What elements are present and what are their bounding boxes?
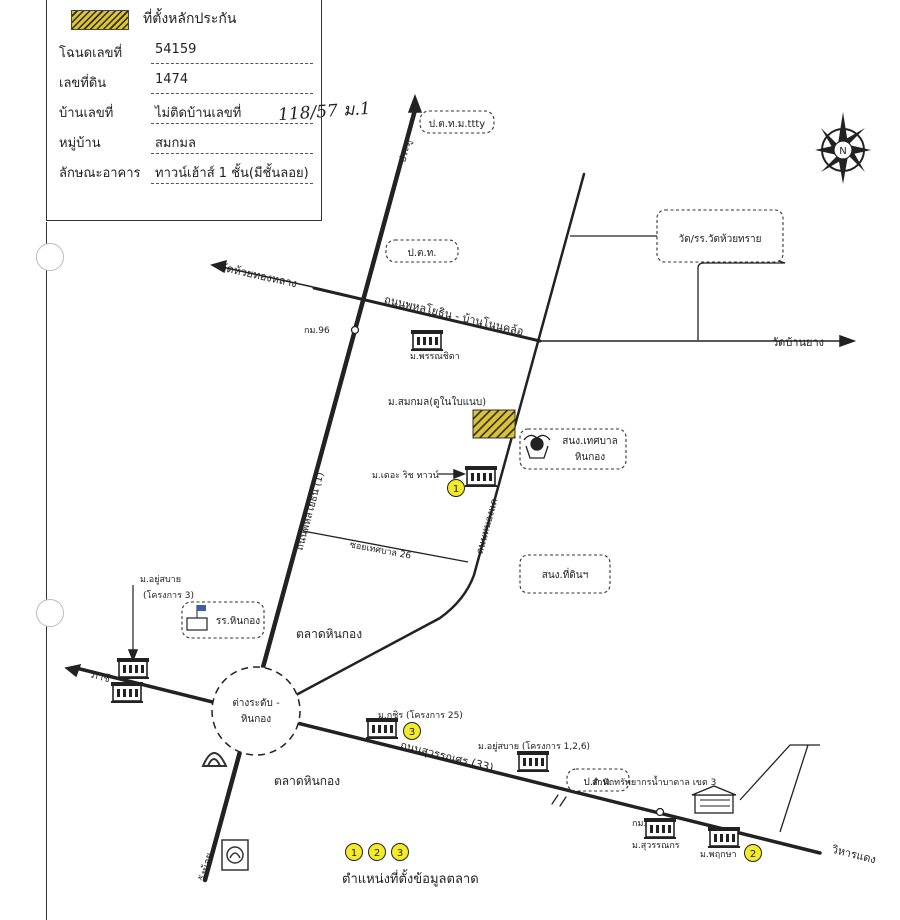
interchange-label-1: ต่างระดับ -: [232, 698, 280, 709]
moo-somkamon-label: ม.สมกมล(ดูในใบแนบ): [388, 396, 486, 408]
deed-number-label: โฉนดเลขที่: [59, 46, 123, 61]
municipality-emblem-icon: [523, 434, 551, 459]
yusabai-3-building-icon: [116, 657, 150, 680]
building-type-row: ลักษณะอาคาร ทาวน์เฮ้าส์ 1 ชั้น(มีชั้นลอย…: [47, 156, 321, 186]
school-label: รร.หินกอง: [216, 616, 260, 627]
moo-yusabai-3-label-1: ม.อยู่สบาย: [140, 575, 181, 585]
wat-school-label: วัด/รร.วัดห้วยทราย: [678, 233, 761, 245]
kachiro-building-icon: [365, 717, 399, 740]
yusabai-126-building-icon: [516, 750, 550, 773]
moo-suwannakorn-label: ม.สุวรรณกร: [632, 841, 680, 851]
phachi-building-icon: [110, 681, 144, 704]
house-number-value: ไม่ติดบ้านเลขที่: [155, 106, 242, 121]
water-office-building-icon: [691, 785, 737, 814]
ptt-bottom-label: ป.ต.ท.: [584, 777, 613, 788]
land-number-row: เลขที่ดิน 1474: [47, 66, 321, 96]
legend-marker-2-label: 2: [374, 848, 380, 859]
km93-marker-icon: [655, 807, 665, 817]
market-markers: 1 2 3 1 2 3: [345, 479, 762, 862]
binder-hole-icon: [36, 243, 64, 271]
moo-phanchida-label: ม.พรรณชิดา: [410, 351, 460, 362]
phahon-ban-nong-khlo-road: [312, 286, 542, 343]
market-label-1: ตลาดหินกอง: [296, 627, 362, 641]
marker-1-label: 1: [453, 484, 459, 495]
phahon-yothin-road-label: ถนนพหลโยธิน (1): [293, 470, 327, 551]
building-type-label: ลักษณะอาคาร: [59, 166, 141, 181]
to-wat-huai-thong-lang-label: วัดห้วยทองหลาง: [219, 261, 298, 291]
moo-the-rich-town-label: ม.เดอะ ริช ทาวน์: [372, 469, 439, 481]
road-water-office-1: [739, 744, 820, 801]
deed-number-value: 54159: [155, 42, 197, 57]
school-building-icon: [186, 605, 208, 631]
road-water-office-2: [779, 744, 809, 833]
house-number-row: บ้านเลขที่ ไม่ติดบ้านเลขที่: [47, 96, 321, 126]
compass-icon: N: [815, 112, 871, 184]
legend-marker-1-label: 1: [351, 848, 357, 859]
phahon-ban-nong-khlo-label: ถนนพหลโยธิน - บ้านโนนคล้อ: [383, 292, 525, 338]
collateral-swatch: [71, 10, 129, 30]
suwannason-road: [74, 666, 822, 855]
soi-thetsaban-26-road: [302, 530, 469, 563]
land-number-value: 1474: [155, 72, 189, 87]
nong-khae-road: [294, 172, 586, 697]
km96-label: กม.96: [304, 326, 330, 336]
ptt-top-label: ป.ต.ท.ม.ttty: [429, 119, 486, 130]
village-label: หมู่บ้าน: [59, 136, 101, 151]
collateral-legend-title: ที่ตั้งหลักประกัน: [143, 11, 237, 27]
building-type-value: ทาวน์เฮ้าส์ 1 ชั้น(มีชั้นลอย): [155, 166, 309, 181]
road-branch-ban-yang: [697, 262, 785, 340]
collateral-parcel: [472, 409, 516, 439]
page-margin-line: [46, 222, 47, 920]
property-info-box: ที่ตั้งหลักประกัน โฉนดเลขที่ 54159 เลขที…: [46, 0, 322, 221]
village-value: สมกมล: [155, 136, 196, 151]
village-row: หมู่บ้าน สมกมล: [47, 126, 321, 156]
land-number-label: เลขที่ดิน: [59, 76, 107, 91]
phahon-yothin-north-label: ประตู: [397, 139, 414, 165]
interchange-label-2: หินกอง: [241, 714, 271, 725]
km93-label: กม.93: [632, 819, 658, 829]
soi-thetsaban-26-label: ซอยเทศบาล 26: [349, 540, 412, 561]
compass-north-label: N: [839, 146, 846, 157]
binder-hole-icon: [36, 599, 64, 627]
land-office-label: สนง.ที่ดินฯ: [542, 567, 589, 581]
to-wihan-daeng-label: วิหารแดง: [830, 843, 878, 867]
moo-pruksa-label: ม.พฤกษา: [700, 850, 737, 860]
suwannakorn-building-icon: [643, 817, 677, 840]
legend-marker-3-label: 3: [397, 848, 403, 859]
the-rich-town-building-icon: [464, 465, 498, 488]
to-wat-ban-yang-label: วัดบ้านยาง: [772, 336, 824, 349]
moo-yusabai-126-label: ม.อยู่สบาย (โครงการ 1,2,6): [478, 741, 590, 752]
ptt-mid-label: ป.ต.ท.: [408, 248, 437, 259]
km96-marker-icon: [350, 325, 360, 335]
nong-khae-road-label: ถนนหนองแค: [475, 497, 501, 555]
interchange-circle: [211, 666, 301, 756]
direction-arrows: [64, 93, 857, 678]
deed-number-row: โฉนดเลขที่ 54159: [47, 36, 321, 66]
moo-yusabai-3-label-2: (โครงการ 3): [143, 590, 194, 601]
marker-2-label: 2: [750, 849, 756, 860]
to-phachi-label: ภาชี: [90, 669, 112, 685]
to-wang-noi-label: วังน้อย: [197, 852, 216, 883]
house-number-label: บ้านเลขที่: [59, 106, 114, 121]
marker-3-label: 3: [409, 727, 415, 738]
municipality-label-1: สนง.เทศบาล: [562, 436, 617, 447]
phanchida-building-icon: [410, 329, 444, 352]
municipality-label-2: หินกอง: [575, 452, 605, 463]
moo-kachiro-label: ม.กชิร (โครงการ 25): [378, 710, 463, 721]
water-office-label: สำนักทรัพยากรน้ำบาดาล เขต 3: [592, 775, 716, 788]
market-label-2: ตลาดหินกอง: [274, 774, 340, 788]
pruksa-building-icon: [707, 826, 741, 849]
ptt-logo-icon: [201, 752, 228, 767]
bank-logo-icon: [221, 839, 249, 871]
market-caption-label: ตำแหน่งที่ตั้งข้อมูลตลาด: [342, 869, 479, 887]
